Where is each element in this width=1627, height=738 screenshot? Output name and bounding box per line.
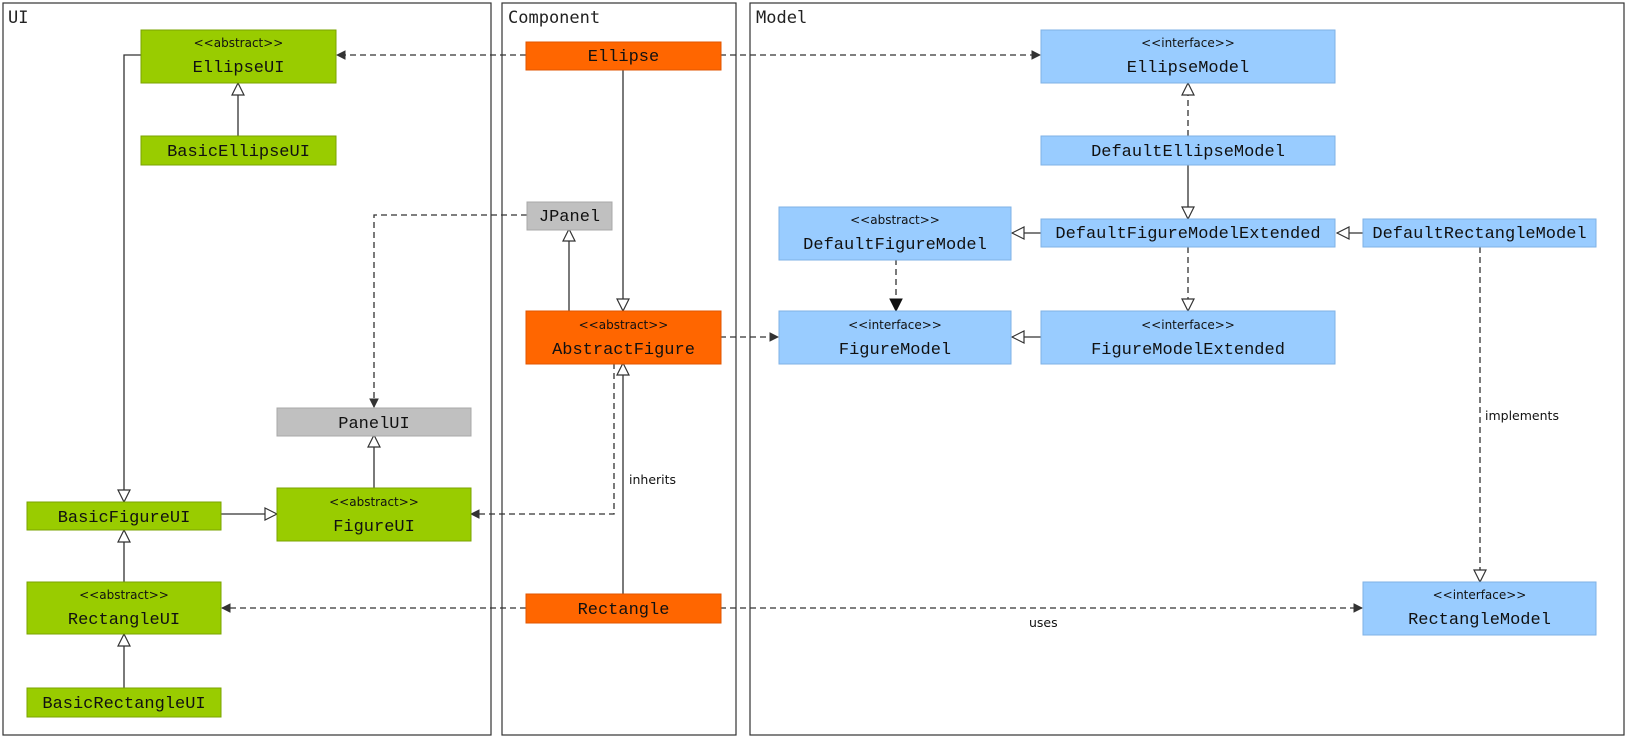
edge-label-implements: implements xyxy=(1485,408,1559,423)
class-box-figuremodelextended[interactable]: <<interface>> FigureModelExtended xyxy=(1040,310,1336,365)
class-box-defaultfiguremodelextended[interactable]: DefaultFigureModelExtended xyxy=(1040,218,1336,248)
class-box-basicellipseui[interactable]: BasicEllipseUI xyxy=(140,135,337,166)
class-box-rectangleui[interactable]: <<abstract>> RectangleUI xyxy=(26,581,222,635)
panel-model-title: Model xyxy=(756,8,807,28)
class-box-stereotype: <<abstract>> xyxy=(850,213,940,227)
class-box-name: Rectangle xyxy=(578,601,670,620)
class-box-name: JPanel xyxy=(539,208,600,227)
edge-jpanel-to-panelui xyxy=(374,214,527,407)
class-box-name: EllipseUI xyxy=(193,59,285,78)
panel-component-title: Component xyxy=(508,8,600,28)
class-box-stereotype: <<interface>> xyxy=(1141,36,1235,50)
class-box-stereotype: <<abstract>> xyxy=(579,318,669,332)
class-box-name: EllipseModel xyxy=(1127,59,1249,78)
class-box-ellipseui[interactable]: <<abstract>> EllipseUI xyxy=(140,29,337,84)
class-box-panelui[interactable]: PanelUI xyxy=(276,407,472,437)
panel-ui: UI xyxy=(2,2,492,736)
edges xyxy=(124,55,1480,688)
class-box-name: RectangleUI xyxy=(68,611,180,630)
class-box-stereotype: <<interface>> xyxy=(1433,588,1527,602)
class-box-name: PanelUI xyxy=(338,415,409,434)
class-box-figuremodel[interactable]: <<interface>> FigureModel xyxy=(778,310,1012,365)
class-box-name: BasicRectangleUI xyxy=(42,695,205,714)
class-box-name: DefaultRectangleModel xyxy=(1372,225,1586,244)
class-box-name: DefaultFigureModel xyxy=(803,236,987,255)
class-box-basicfigureui[interactable]: BasicFigureUI xyxy=(26,501,222,531)
class-box-rectanglemodel[interactable]: <<interface>> RectangleModel xyxy=(1362,581,1597,636)
class-box-abstractfigure[interactable]: <<abstract>> AbstractFigure xyxy=(525,310,722,365)
class-box-stereotype: <<abstract>> xyxy=(329,495,419,509)
class-box-ellipsemodel[interactable]: <<interface>> EllipseModel xyxy=(1040,29,1336,84)
class-box-basicrectangleui[interactable]: BasicRectangleUI xyxy=(26,687,222,718)
edge-label-inherits: inherits xyxy=(629,472,676,487)
class-box-name: FigureModelExtended xyxy=(1091,341,1285,360)
class-box-name: FigureModel xyxy=(839,341,951,360)
edge-ellipseui-inherits-basicfigureui xyxy=(124,54,141,502)
panel-component: Component xyxy=(501,2,737,736)
edge-abstractfigure-to-figureui xyxy=(471,363,615,514)
class-box-name: BasicFigureUI xyxy=(58,509,191,528)
panel-ui-title: UI xyxy=(8,8,28,28)
class-box-stereotype: <<abstract>> xyxy=(79,588,169,602)
class-box-name: FigureUI xyxy=(333,518,415,537)
class-box-name: BasicEllipseUI xyxy=(167,143,310,162)
class-box-name: AbstractFigure xyxy=(552,341,695,360)
class-box-jpanel[interactable]: JPanel xyxy=(526,201,613,231)
panel-model: Model xyxy=(749,2,1625,736)
class-box-name: RectangleModel xyxy=(1408,611,1551,630)
class-box-name: Ellipse xyxy=(588,48,659,67)
class-box-figureui[interactable]: <<abstract>> FigureUI xyxy=(276,487,472,542)
class-box-defaultfiguremodel[interactable]: <<abstract>> DefaultFigureModel xyxy=(778,206,1012,261)
class-box-rectangle[interactable]: Rectangle xyxy=(525,593,722,624)
class-box-stereotype: <<interface>> xyxy=(1141,318,1235,332)
edge-label-uses: uses xyxy=(1029,615,1058,630)
class-box-name: DefaultEllipseModel xyxy=(1091,143,1285,162)
class-box-name: DefaultFigureModelExtended xyxy=(1055,225,1320,244)
class-box-stereotype: <<interface>> xyxy=(848,318,942,332)
class-box-defaultrectanglemodel[interactable]: DefaultRectangleModel xyxy=(1362,218,1597,248)
class-box-ellipse[interactable]: Ellipse xyxy=(525,41,722,71)
class-box-stereotype: <<abstract>> xyxy=(194,36,284,50)
class-box-defaultellipsemodel[interactable]: DefaultEllipseModel xyxy=(1040,135,1336,166)
